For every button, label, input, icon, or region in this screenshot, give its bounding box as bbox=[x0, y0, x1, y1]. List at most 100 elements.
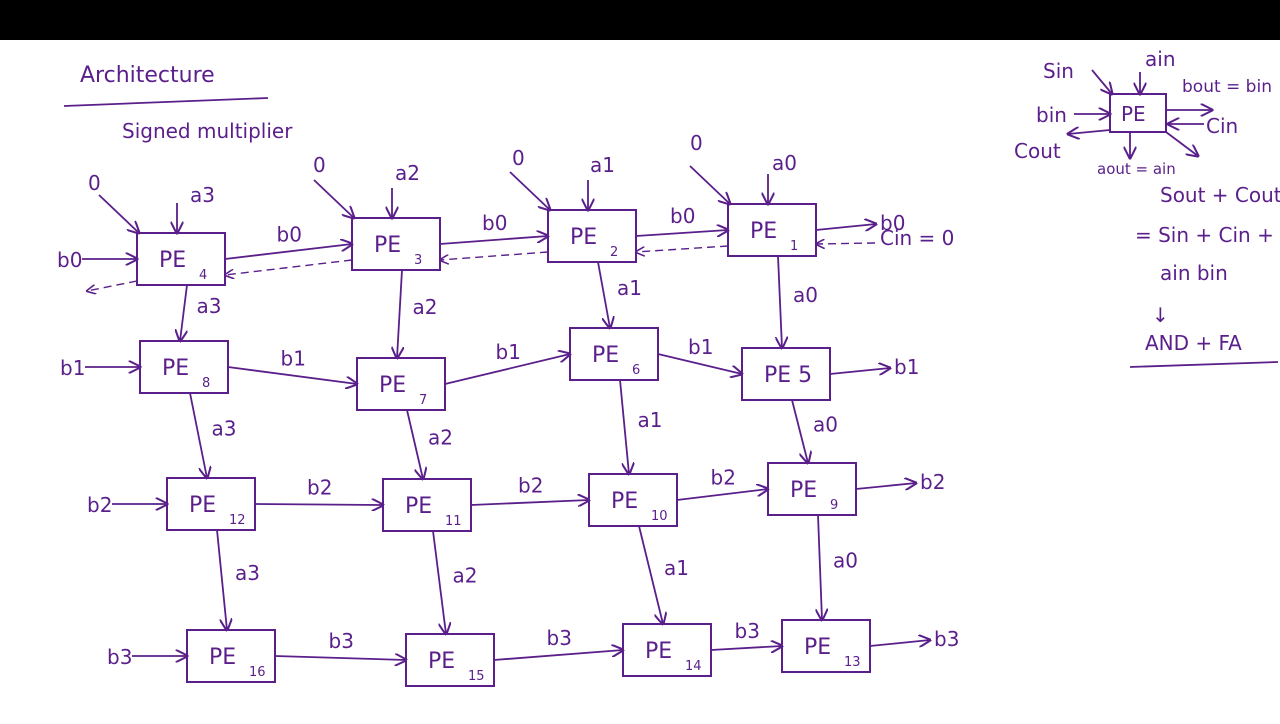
carry-in-dash bbox=[816, 243, 876, 244]
pe-name-r3-c4: PE bbox=[790, 478, 817, 503]
b-wire-label-r2-c3: b1 bbox=[688, 335, 713, 359]
legend-bin-label: bin bbox=[1036, 103, 1067, 127]
a-wire-label-c4-r3: a0 bbox=[833, 549, 858, 573]
pe-box-r1-c4 bbox=[727, 203, 817, 257]
b-output-arrow-r2 bbox=[829, 368, 890, 374]
b-wire-r4-c3 bbox=[710, 646, 782, 650]
carry-out-dash bbox=[87, 280, 138, 291]
zero-input-col2: 0 bbox=[313, 153, 326, 177]
a-wire-label-c3-r2: a1 bbox=[638, 408, 663, 432]
pe-sub-r1-c3: 2 bbox=[610, 245, 618, 260]
pe-box-r4-c3 bbox=[622, 623, 712, 677]
a-wire-label-c2-r2: a2 bbox=[428, 426, 453, 450]
pe-box-r2-c4 bbox=[741, 347, 831, 401]
pe-box-r3-c2 bbox=[382, 478, 472, 532]
b-wire-r3-c1 bbox=[254, 504, 383, 505]
pe-name-r2-c1: PE bbox=[162, 356, 189, 381]
b-wire-r3-c3 bbox=[676, 489, 768, 501]
a-wire-c3-r3 bbox=[638, 525, 663, 624]
pe-name-r4-c3: PE bbox=[645, 639, 672, 664]
legend-cout-arrow bbox=[1068, 130, 1111, 134]
a-wire-c2-r1 bbox=[397, 269, 402, 358]
pe-sub-r4-c2: 15 bbox=[468, 669, 485, 684]
zero-arrow-c1 bbox=[98, 194, 139, 233]
title-underline bbox=[63, 97, 269, 107]
diagram-title: Architecture bbox=[80, 63, 215, 88]
a0-top-label: a0 bbox=[772, 151, 797, 175]
pe-box-r3-c1 bbox=[166, 477, 256, 531]
b-wire-label-r1-c3: b0 bbox=[670, 204, 695, 228]
pe-name-r1-c3: PE bbox=[570, 225, 597, 250]
legend-bout-label: bout = bin bbox=[1182, 77, 1272, 97]
pe-box-r4-c2 bbox=[405, 633, 495, 687]
b-output-label-r4: b3 bbox=[934, 627, 959, 651]
a-wire-label-c2-r1: a2 bbox=[413, 295, 438, 319]
b-wire-r4-c2 bbox=[493, 650, 623, 661]
a-wire-c3-r2 bbox=[619, 379, 629, 474]
pe-name-r4-c1: PE bbox=[209, 645, 236, 670]
pe-sub-r1-c2: 3 bbox=[414, 253, 422, 268]
a3-top-label: a3 bbox=[190, 183, 215, 207]
b-wire-r1-c1 bbox=[224, 244, 352, 260]
pe-name-r1-c1: PE bbox=[159, 248, 186, 273]
pe-name-r3-c1: PE bbox=[189, 493, 216, 518]
a-wire-c1-r2 bbox=[189, 392, 207, 478]
pe-sub-r3-c1: 12 bbox=[229, 513, 246, 528]
zero-input-col1: 0 bbox=[88, 171, 101, 195]
pe-sub-r4-c1: 16 bbox=[249, 665, 266, 680]
a2-top-label: a2 bbox=[395, 161, 420, 185]
b-wire-r4-c1 bbox=[274, 656, 406, 660]
carry-dash-c4 bbox=[636, 245, 729, 252]
legend-sout-arrow bbox=[1165, 131, 1198, 156]
pe-name-r2-c3: PE bbox=[592, 343, 619, 368]
a-wire-c2-r2 bbox=[406, 409, 423, 479]
pe-name-r3-c2: PE bbox=[405, 494, 432, 519]
pe-sub-r1-c1: 4 bbox=[199, 268, 207, 283]
b-input-label-r4: b3 bbox=[107, 645, 132, 669]
a-wire-label-c1-r1: a3 bbox=[197, 294, 222, 318]
pe-sub-r3-c4: 9 bbox=[830, 498, 838, 513]
pe-name-r1-c2: PE bbox=[374, 233, 401, 258]
a-wire-c4-r2 bbox=[791, 399, 808, 463]
pe-box-r2-c1 bbox=[139, 340, 229, 394]
pe-sub-r2-c2: 7 bbox=[419, 393, 427, 408]
pe-box-r3-c4 bbox=[767, 462, 857, 516]
diagram-subtitle: Signed multiplier bbox=[122, 119, 293, 143]
zero-input-col3: 0 bbox=[512, 146, 525, 170]
pe-sub-r4-c3: 14 bbox=[685, 659, 702, 674]
b-wire-r1-c3 bbox=[635, 230, 728, 236]
b-output-arrow-r3 bbox=[855, 483, 916, 489]
pe-sub-r2-c1: 8 bbox=[202, 376, 210, 391]
legend-eq-arrow: ↓ bbox=[1152, 303, 1169, 327]
legend-eq-line3: ain bin bbox=[1160, 261, 1228, 285]
pe-name-r4-c2: PE bbox=[428, 649, 455, 674]
a-wire-label-c2-r3: a2 bbox=[453, 564, 478, 588]
a-wire-label-c3-r3: a1 bbox=[664, 556, 689, 580]
legend-underline bbox=[1129, 361, 1279, 368]
legend-eq-line4: AND + FA bbox=[1145, 331, 1242, 355]
pe-name-r4-c4: PE bbox=[804, 635, 831, 660]
pe-sub-r2-c3: 6 bbox=[632, 363, 640, 378]
pe-sub-r3-c2: 11 bbox=[445, 514, 462, 529]
b-wire-r2-c2 bbox=[444, 354, 570, 385]
pe-box-r4-c4 bbox=[781, 619, 871, 673]
b-wire-r2-c1 bbox=[227, 366, 357, 384]
pe-box-r4-c1 bbox=[186, 629, 276, 683]
wire-layer bbox=[82, 165, 930, 661]
legend-ain-label: ain bbox=[1145, 47, 1176, 71]
b-wire-label-r4-c1: b3 bbox=[329, 629, 354, 653]
b-output-label-r2: b1 bbox=[894, 355, 919, 379]
b-wire-label-r3-c1: b2 bbox=[307, 476, 332, 500]
a-wire-label-c1-r3: a3 bbox=[235, 561, 260, 585]
a-wire-c4-r3 bbox=[818, 514, 822, 620]
a-wire-label-c3-r1: a1 bbox=[617, 276, 642, 300]
pe-box-r2-c2 bbox=[356, 357, 446, 411]
pe-sub-r4-c4: 13 bbox=[844, 655, 861, 670]
legend-cin-label: Cin bbox=[1206, 114, 1238, 138]
legend-cout-label: Cout bbox=[1014, 139, 1061, 163]
zero-arrow-c4 bbox=[689, 165, 730, 204]
a-wire-c3-r1 bbox=[597, 261, 610, 328]
a1-top-label: a1 bbox=[590, 153, 615, 177]
